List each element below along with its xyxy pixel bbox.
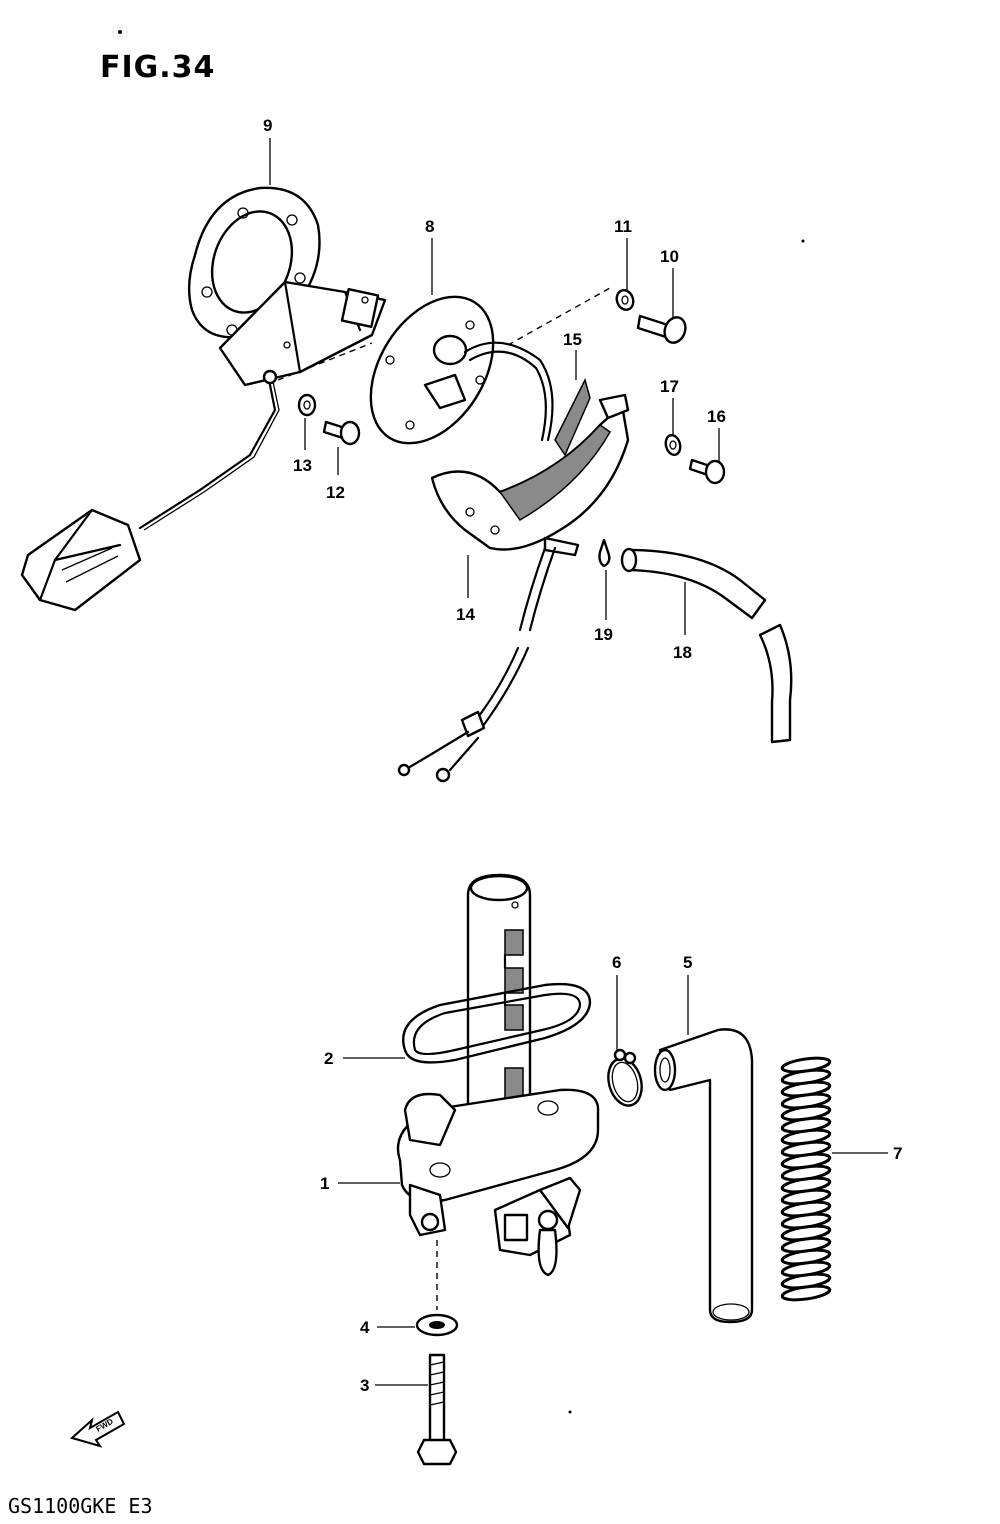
callout-7: 7 [893,1144,902,1163]
callout-5: 5 [683,953,692,972]
spring-coil [780,1284,832,1302]
callout-15: 15 [563,330,582,349]
callout-13: 13 [293,456,312,475]
cover-lower-part [430,393,630,557]
washer-11-part [615,289,635,311]
callout-12: 12 [326,483,345,502]
callout-10: 10 [660,247,679,266]
callout-8: 8 [425,217,434,236]
fuel-hose-part [653,1028,754,1324]
float-part [20,508,142,612]
float-arm-part [138,369,280,531]
spring-part [780,1056,832,1302]
callout-16: 16 [707,407,726,426]
callout-19: 19 [594,625,613,644]
callout-2: 2 [324,1049,333,1068]
fuel-cock-flange-part [396,1088,600,1203]
callout-9: 9 [263,116,272,135]
callout-3: 3 [360,1376,369,1395]
screw-16-part [688,458,726,485]
washer-4-part [415,1313,459,1337]
sender-bracket-part [218,280,387,387]
callout-11: 11 [614,217,632,236]
figure-title: FIG.34 [100,50,216,85]
callout-1: 1 [320,1174,329,1193]
callout-6: 6 [612,953,621,972]
hose-clip-part [598,538,611,568]
lead-wire-part [397,546,557,783]
screw-12-part [322,420,361,446]
hose-upper-part [620,547,793,744]
callout-17: 17 [660,377,679,396]
bolt-10-part [636,314,687,344]
callout-14: 14 [456,605,475,624]
sender-plate-part [369,295,554,445]
model-label: GS1100GKE E3 [8,1494,153,1518]
gasket-flange-part [187,186,321,339]
fwd-arrow-icon: FWD [69,1410,126,1448]
callout-4: 4 [360,1318,370,1337]
callout-leaders [269,138,888,1386]
callout-18: 18 [673,643,692,662]
washer-17-part [664,433,682,457]
fuel-cock-part [466,873,532,1127]
bolt-3-part [416,1353,458,1466]
washer-13-part [297,393,317,417]
cover-upper-part [554,377,591,457]
fuel-cock-valve-part [408,1176,582,1277]
gasket-ring-part [402,982,592,1064]
clip-6-part [607,1048,643,1107]
